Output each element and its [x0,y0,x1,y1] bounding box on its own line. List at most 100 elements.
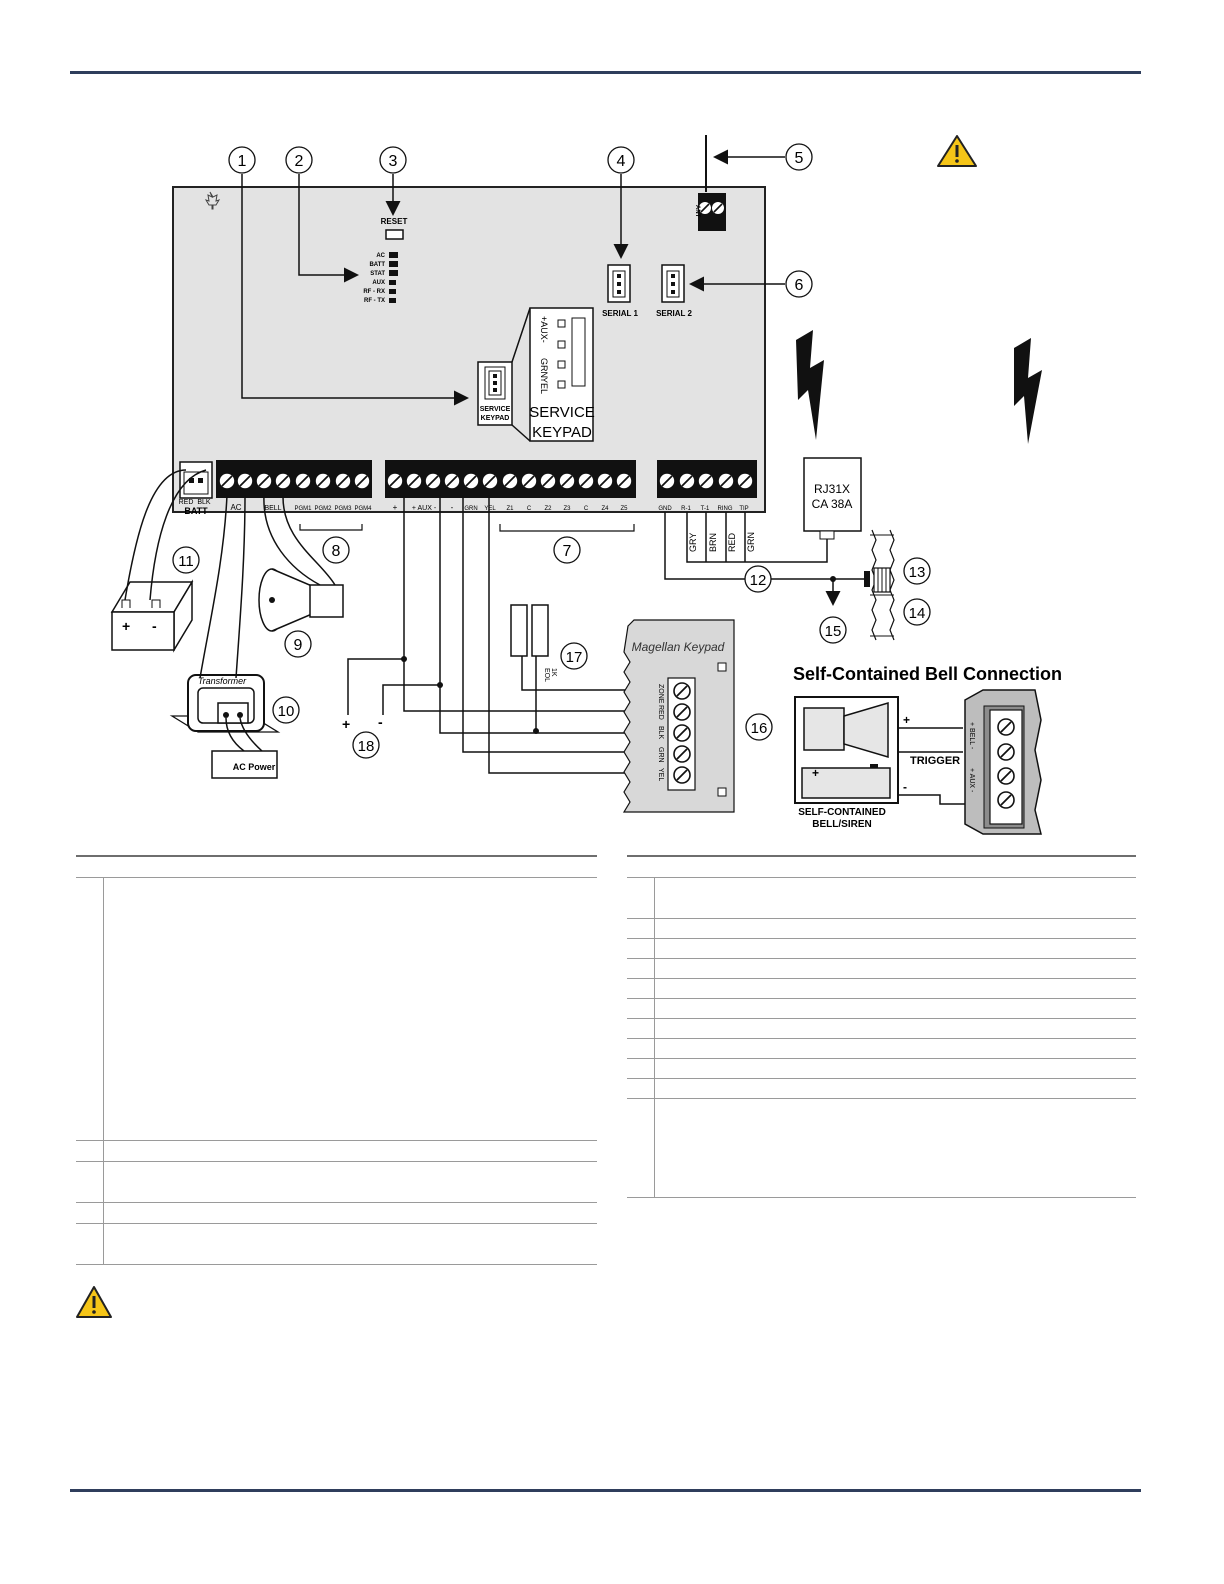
keypad-wiring [347,495,650,774]
rj31x-label: RJ31X [814,482,850,496]
legend-table-right [627,855,1136,1198]
led-label-rf-rx: RF - RX [363,289,385,295]
terminal-block-power: AC BELL PGM1 PGM2 PGM3 PGM4 [216,460,372,512]
service-keypad-big-label-1: SERVICE [529,404,595,421]
maple-leaf-icon [204,191,221,210]
kp-term-grn: GRN [657,747,664,763]
batt-label: BATT [184,506,208,516]
callout-13: 13 [903,557,931,585]
kp-term-blk: BLK [657,726,664,740]
battery: + - [110,579,194,653]
zone-z3-label: Z3 [563,506,571,512]
svg-text:13: 13 [909,564,926,581]
wire-brn-label: BRN [708,533,718,552]
kp-term-red: RED [657,705,664,720]
kp-term-zone: ZONE [657,684,664,704]
bell-terminal-label: BELL [264,505,281,512]
led-label-rf-tx: RF - TX [364,298,385,304]
kp-yel-label: YEL [484,506,496,512]
svg-text:+: + [122,618,130,634]
zone-z4-label: Z4 [601,506,609,512]
sk-pin-grn: GRN [539,358,549,378]
bell-term-label: + BELL - [968,722,975,750]
bell-aux-terminal: + BELL - + AUX - [964,689,1042,835]
bottom-rule [70,1489,1141,1492]
magellan-keypad: Magellan Keypad ZONE RED BLK GRN YEL [622,619,735,813]
zone-bracket [499,524,635,532]
reset-label: RESET [381,217,408,226]
callout-1: 1 [228,146,256,174]
service-keypad-big-label-2: KEYPAD [532,424,592,441]
svg-text:18: 18 [358,738,375,755]
zone-z1-label: Z1 [506,506,514,512]
callout-15: 15 [819,616,847,644]
sc-label-1: SELF-CONTAINED [798,807,886,818]
svg-text:3: 3 [389,153,398,170]
svg-text:11: 11 [178,553,194,570]
ac-terminal-label: AC [230,503,241,512]
wire-gry-label: GRY [688,533,698,552]
led-label-aux: AUX [372,280,385,286]
status-leds: AC BATT STAT AUX RF - RX RF - TX [363,252,398,304]
callout-16: 16 [745,713,773,741]
pgm4-label: PGM4 [354,506,372,512]
top-rule [70,71,1141,74]
svg-text:7: 7 [563,543,572,560]
svg-text:8: 8 [332,543,341,560]
svg-text:12: 12 [750,572,767,589]
callout-14: 14 [903,598,931,626]
minus-symbol: - [378,714,383,730]
wire-red-label: RED [727,532,737,552]
zone-z2-label: Z2 [544,506,552,512]
callout-3: 3 [379,146,407,174]
serial-2-label: SERIAL 2 [656,309,692,318]
serial-2-connector: SERIAL 2 [656,264,692,318]
reset-button[interactable] [385,229,404,240]
svg-text:10: 10 [278,703,295,720]
battery-wires [124,469,207,601]
kp-grn-label: GRN [464,506,477,512]
antenna-label: ANT [694,205,700,218]
callout-6: 6 [785,270,813,298]
ac-power-label: AC Power [233,762,276,772]
tel-t1-label: T-1 [701,506,710,512]
svg-text:-: - [903,780,907,794]
wiring-diagram: RESET AC BATT STAT AUX RF - RX RF - TX S… [110,135,1062,835]
telephone-wiring [664,512,865,580]
sk-pin-yel: YEL [539,377,549,394]
tel-tip-label: TIP [739,506,748,512]
led-label-batt: BATT [369,262,385,268]
service-keypad-small-label-1: SERVICE [480,406,511,413]
serial-1-label: SERIAL 1 [602,309,638,318]
callout-11: 11 [172,546,200,574]
callout-18: 18 [352,731,380,759]
ground-wall [864,529,895,641]
svg-text:5: 5 [795,150,804,167]
tel-r1-label: R-1 [681,506,691,512]
callout-4: 4 [607,146,635,174]
svg-text:4: 4 [617,153,626,170]
sc-label-2: BELL/SIREN [812,819,871,830]
zone-c2-label: C [584,506,589,512]
transformer: Transformer AC Power [169,674,281,779]
warning-triangle-icon [937,135,977,167]
door-contacts: 1K EOL [510,604,557,682]
svg-text:-: - [152,618,157,634]
serial-1-connector: SERIAL 1 [602,264,638,318]
tel-ring-label: RING [718,506,733,512]
service-keypad-small-label-2: KEYPAD [481,415,510,422]
callout-12: 12 [744,565,772,593]
svg-text:16: 16 [751,720,768,737]
sk-pin-aux: +AUX- [539,316,549,343]
zone-c1-label: C [527,506,532,512]
svg-text:+: + [903,713,910,727]
aux-minus-label: - [451,503,454,512]
aux-plus-label: + [393,503,398,512]
aux-term-label: + AUX - [968,768,975,793]
batt-blk-label: BLK [197,499,211,506]
callout-9: 9 [284,630,312,658]
antenna-terminal: ANT [694,135,726,231]
legend-table-left [76,855,597,1265]
lightning-bolt-icon [796,330,824,440]
wire-grn-label: GRN [746,532,756,552]
